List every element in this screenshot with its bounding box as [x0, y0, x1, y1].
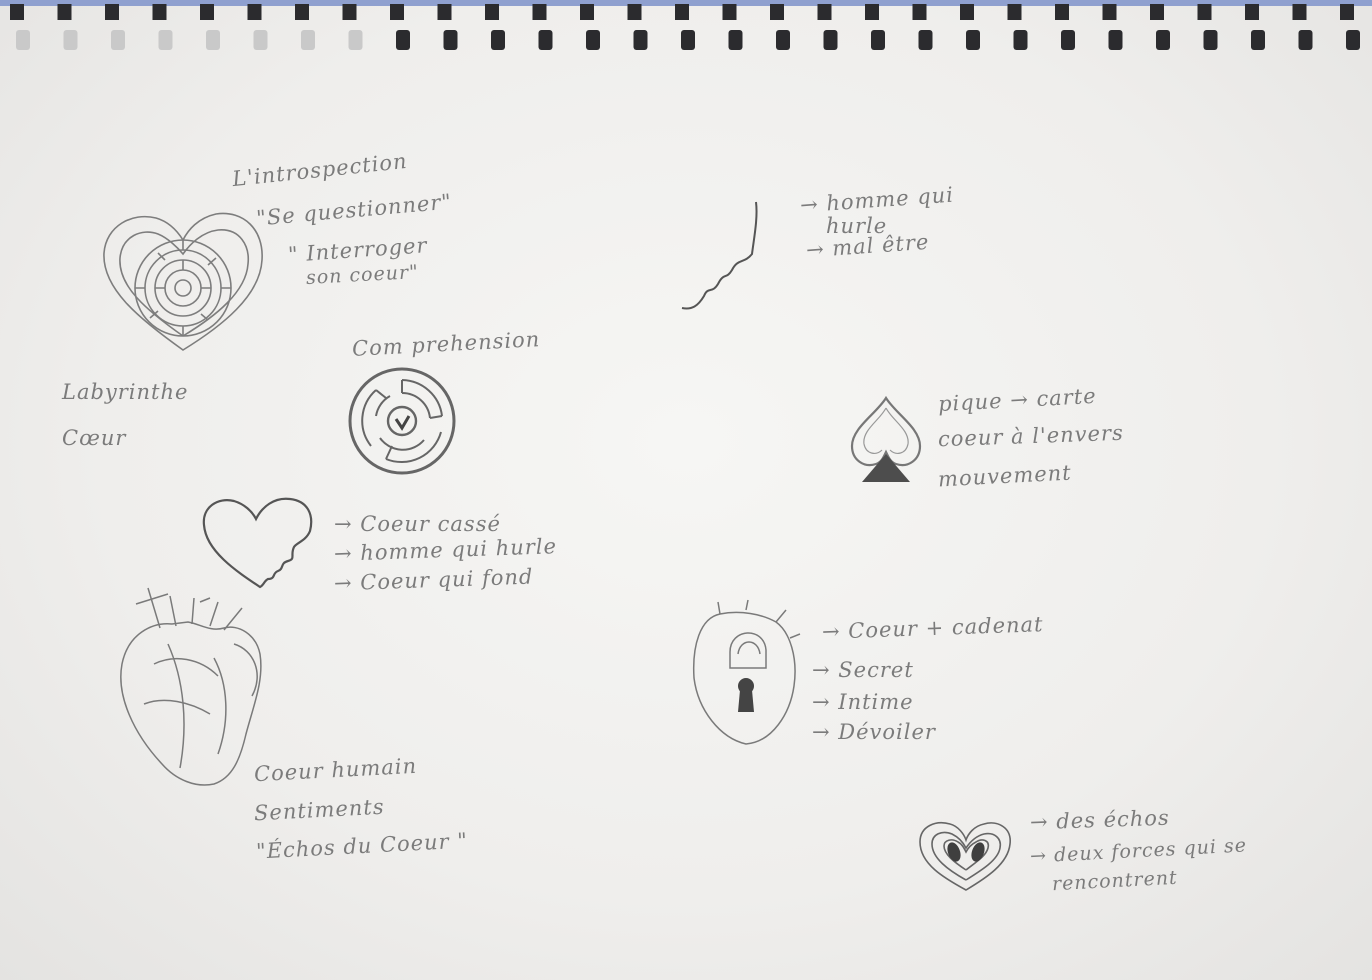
- spiral-ring-hole: [1013, 30, 1028, 50]
- spiral-ring-top: [960, 4, 974, 20]
- spiral-ring-top: [580, 4, 594, 20]
- comprehension-label: Com prehension: [351, 327, 541, 361]
- padlock-note-3: → Intime: [812, 690, 914, 714]
- spiral-ring-hole: [1203, 30, 1218, 50]
- scream-note-1: → homme qui: [799, 182, 955, 218]
- spiral-ring-hole: [443, 30, 458, 50]
- echo-note-1: → des échos: [1029, 805, 1171, 835]
- heart-keyhole-icon: [690, 598, 802, 748]
- spiral-ring-hole: [158, 30, 173, 50]
- spiral-ring-top: [722, 4, 737, 20]
- spiral-ring-hole: [396, 30, 410, 50]
- spiral-ring-hole: [538, 30, 553, 50]
- spiral-ring-hole: [966, 30, 980, 50]
- spiral-ring-hole: [1156, 30, 1170, 50]
- spiral-ring-hole: [63, 30, 78, 50]
- spiral-ring-top: [485, 4, 499, 20]
- spiral-ring-top: [627, 4, 642, 20]
- padlock-note-4: → Dévoiler: [812, 720, 936, 744]
- spiral-ring-hole: [491, 30, 505, 50]
- son-coeur-quote: son coeur": [305, 261, 420, 289]
- spiral-ring-top: [912, 4, 927, 20]
- spiral-ring-hole: [918, 30, 933, 50]
- spiral-ring-top: [817, 4, 832, 20]
- spiral-ring-top: [200, 4, 214, 20]
- coeur-humain-label: Coeur humain: [253, 753, 418, 787]
- spiral-ring-top: [57, 4, 72, 20]
- padlock-note-1: → Coeur + cadenat: [821, 612, 1044, 644]
- spiral-ring-hole: [301, 30, 315, 50]
- spiral-ring-top: [1292, 4, 1307, 20]
- scream-wave-icon: [678, 198, 768, 318]
- echos-du-coeur-label: "Échos du Coeur ": [255, 828, 469, 864]
- spiral-ring-hole: [1251, 30, 1265, 50]
- spiral-ring-top: [1150, 4, 1164, 20]
- scream-note-2: → mal être: [805, 229, 931, 263]
- spiral-ring-top: [152, 4, 167, 20]
- spiral-ring-top: [437, 4, 452, 20]
- echo-note-2: → deux forces qui se: [1029, 834, 1248, 868]
- spiral-ring-hole: [348, 30, 363, 50]
- spiral-ring-hole: [823, 30, 838, 50]
- spiral-ring-hole: [681, 30, 695, 50]
- spiral-ring-hole: [253, 30, 268, 50]
- spade-line-2: coeur à l'envers: [937, 420, 1125, 452]
- spiral-ring-hole: [633, 30, 648, 50]
- introspection-title: L'introspection: [231, 148, 409, 192]
- labyrinthe-label: Labyrinthe: [62, 380, 189, 404]
- spiral-ring-top: [1055, 4, 1069, 20]
- spiral-ring-top: [770, 4, 784, 20]
- spade-line-1: pique → carte: [937, 383, 1098, 417]
- spiral-ring-hole: [871, 30, 885, 50]
- spiral-binding: [0, 0, 1372, 50]
- spiral-ring-hole: [111, 30, 125, 50]
- spiral-ring-top: [1197, 4, 1212, 20]
- sentiments-label: Sentiments: [253, 794, 386, 826]
- echo-heart-icon: [914, 814, 1018, 896]
- spiral-ring-top: [1007, 4, 1022, 20]
- broken-heart-note-1: → Coeur cassé: [334, 512, 501, 536]
- spiral-ring-hole: [1346, 30, 1360, 50]
- anatomical-heart-icon: [114, 584, 270, 794]
- spiral-ring-hole: [776, 30, 790, 50]
- spiral-ring-top: [10, 4, 24, 20]
- coeur-label: Cœur: [62, 426, 127, 450]
- spade-heart-icon: [846, 394, 926, 482]
- spiral-ring-top: [295, 4, 309, 20]
- broken-heart-note-2: → homme qui hurle: [333, 534, 558, 566]
- spiral-ring-hole: [586, 30, 600, 50]
- echo-note-2-cont: rencontrent: [1051, 866, 1179, 896]
- scream-note-1-cont: hurle: [826, 214, 888, 238]
- circular-maze-keyhole-icon: [346, 366, 458, 476]
- spiral-ring-hole: [16, 30, 30, 50]
- padlock-note-2: → Secret: [812, 658, 914, 682]
- spiral-ring-top: [342, 4, 357, 20]
- spiral-ring-top: [105, 4, 119, 20]
- spiral-ring-top: [532, 4, 547, 20]
- spiral-ring-top: [1102, 4, 1117, 20]
- broken-heart-face-icon: [200, 495, 320, 593]
- spiral-ring-hole: [1298, 30, 1313, 50]
- spiral-ring-top: [247, 4, 262, 20]
- spiral-ring-top: [1340, 4, 1354, 20]
- broken-heart-note-3: → Coeur qui fond: [333, 564, 534, 596]
- spiral-ring-top: [390, 4, 404, 20]
- spiral-ring-top: [865, 4, 879, 20]
- heart-maze-icon: [98, 208, 268, 358]
- spiral-ring-hole: [206, 30, 220, 50]
- questionner-quote: "Se questionner": [255, 189, 453, 231]
- spiral-ring-top: [675, 4, 689, 20]
- spiral-ring-hole: [728, 30, 743, 50]
- spiral-ring-top: [1245, 4, 1259, 20]
- spade-line-3: mouvement: [937, 460, 1073, 492]
- spiral-ring-hole: [1061, 30, 1075, 50]
- spiral-ring-hole: [1108, 30, 1123, 50]
